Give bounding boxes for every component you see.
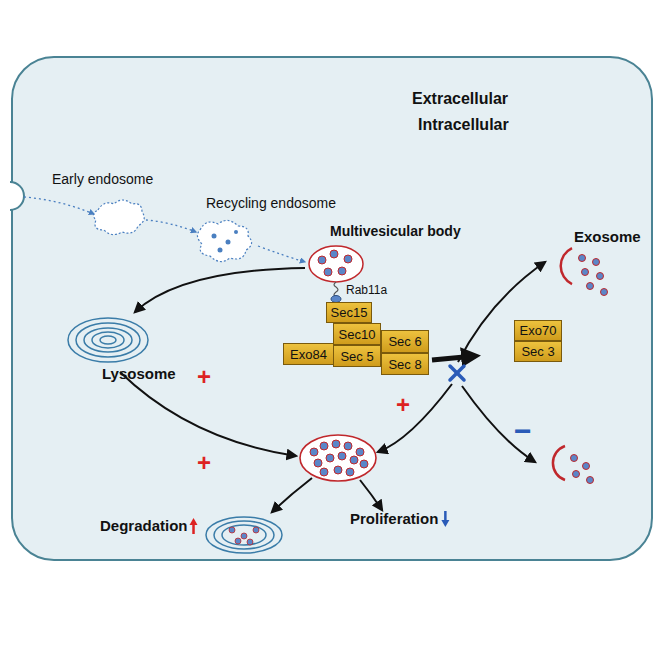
cell-membrane xyxy=(12,57,652,560)
protein-label: Rab11a xyxy=(346,284,387,297)
subunit-name: Sec15 xyxy=(331,305,368,320)
increase-arrow xyxy=(190,518,198,534)
exosomes xyxy=(571,255,608,484)
exocyst-subunit-box: Exo84 xyxy=(283,343,334,365)
subunit-name: Exo84 xyxy=(290,347,327,362)
rab11a-tether xyxy=(334,282,338,297)
promotion-sign: + xyxy=(197,364,211,390)
subunit-name: Sec 3 xyxy=(521,344,554,359)
secretion-arrow xyxy=(432,356,475,360)
organelle-label: Multivesicular body xyxy=(330,224,461,239)
exocyst-subunit-box: Sec15 xyxy=(326,302,372,323)
subunit-name: Sec 8 xyxy=(388,357,421,372)
degradative-lysosome xyxy=(206,517,282,553)
organelle-label: Lysosome xyxy=(102,366,176,383)
intraluminal-vesicles xyxy=(310,440,368,476)
exocyst-subunit-box: Exo70 xyxy=(514,320,562,341)
subunit-name: Exo70 xyxy=(520,323,557,338)
inhibition-sign: − xyxy=(514,414,532,447)
promotion-sign: + xyxy=(396,392,410,418)
lysosome xyxy=(68,318,148,362)
exocyst-subunit-box: Sec 6 xyxy=(381,330,429,353)
inhibition-cross xyxy=(450,366,464,380)
subunit-name: Sec10 xyxy=(339,327,376,342)
subunit-name: Sec 5 xyxy=(340,349,373,364)
endosome-cargo xyxy=(212,230,239,253)
organelle-label: Recycling endosome xyxy=(206,196,336,211)
promotion-sign: + xyxy=(197,450,211,476)
organelle-label: Exosome xyxy=(574,229,641,246)
recycling-endosome xyxy=(197,220,251,261)
region-label: Intracellular xyxy=(418,116,509,134)
outcome-label: Degradation xyxy=(100,518,188,535)
pathway-arrows xyxy=(120,262,545,512)
intraluminal-vesicles xyxy=(318,250,352,276)
decrease-arrow xyxy=(441,511,449,527)
exocyst-subunit-box: Sec10 xyxy=(333,323,381,345)
multivesicular-body xyxy=(309,246,363,282)
exocyst-subunit-box: Sec 3 xyxy=(514,341,562,362)
outcome-label: Proliferation xyxy=(350,511,438,528)
early-endosome xyxy=(93,200,144,235)
exosome-release-pit xyxy=(561,248,572,284)
organelle-label: Early endosome xyxy=(52,172,153,187)
exosome-release-pit xyxy=(553,446,565,480)
endocytic-pit xyxy=(10,182,24,210)
degraded-vesicles xyxy=(229,527,259,545)
exocyst-subunit-box: Sec 5 xyxy=(333,345,381,367)
subunit-name: Sec 6 xyxy=(388,334,421,349)
exocyst-subunit-box: Sec 8 xyxy=(381,353,429,375)
accumulated-mvb xyxy=(300,435,376,481)
region-label: Extracellular xyxy=(412,90,508,108)
